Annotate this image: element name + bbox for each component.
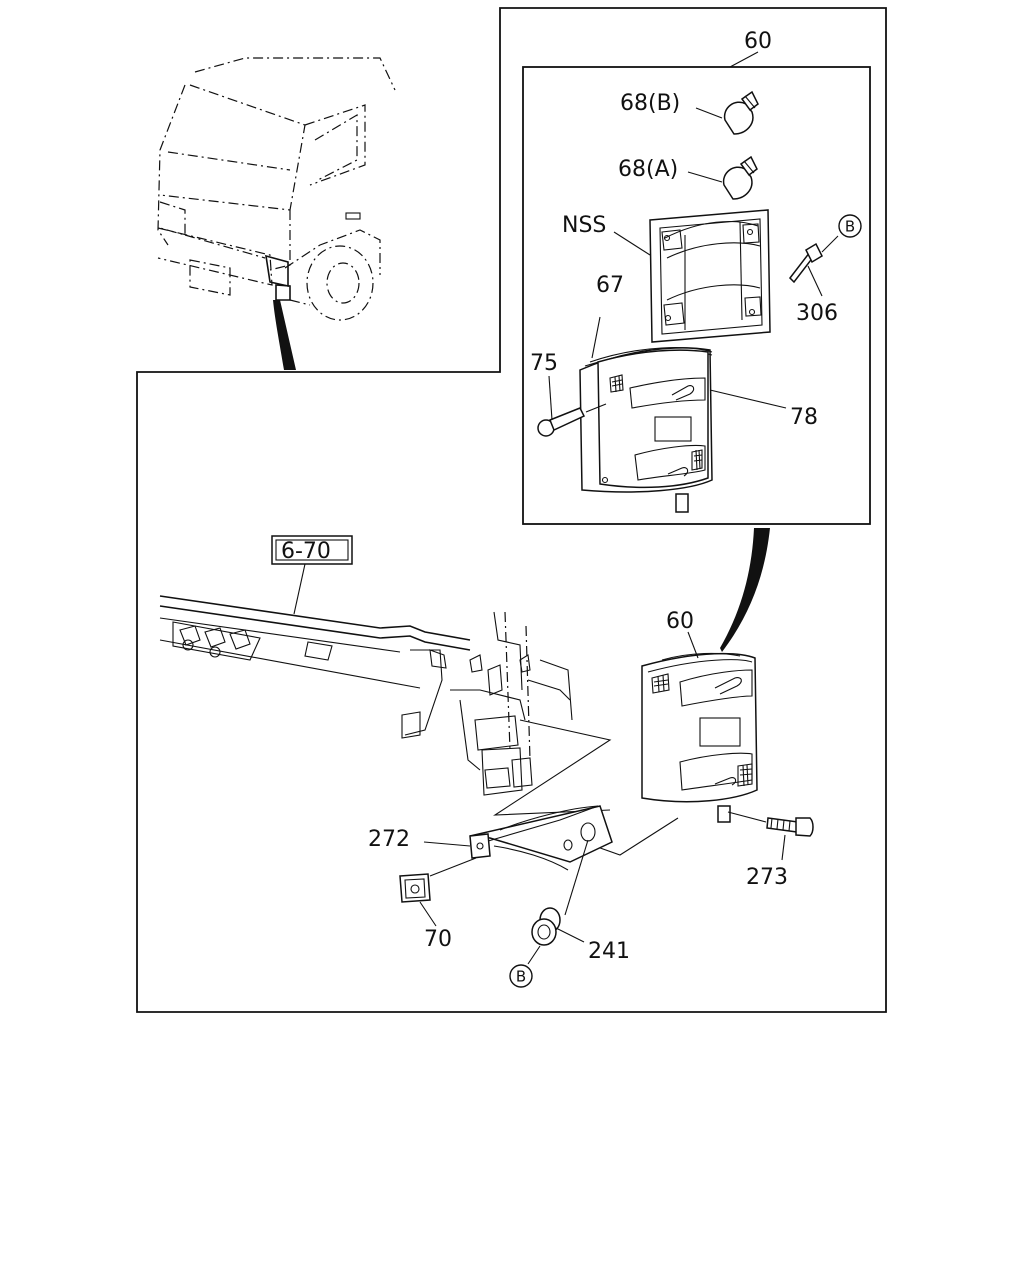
label-6-70: 6-70 bbox=[281, 539, 331, 564]
chassis-frame bbox=[159, 595, 612, 816]
ref-marker-b-top-text: B bbox=[845, 218, 855, 236]
ref-marker-b-bottom: B bbox=[509, 964, 533, 988]
label-306: 306 bbox=[796, 301, 838, 326]
bulb-68b bbox=[695, 90, 759, 135]
screw-306 bbox=[789, 235, 839, 297]
label-78: 78 bbox=[790, 405, 818, 430]
lamp-assembly-60-bottom bbox=[571, 631, 758, 856]
label-nss: NSS bbox=[562, 213, 606, 238]
ref-marker-b-bottom-text: B bbox=[516, 968, 526, 986]
label-68a: 68(A) bbox=[618, 157, 678, 182]
label-68b: 68(B) bbox=[620, 91, 680, 116]
label-273: 273 bbox=[746, 865, 788, 890]
main-frame bbox=[136, 7, 887, 1013]
label-70: 70 bbox=[424, 927, 452, 952]
label-75: 75 bbox=[530, 351, 558, 376]
grommet-241 bbox=[527, 839, 589, 965]
label-241: 241 bbox=[588, 939, 630, 964]
truck-cab-drawing bbox=[157, 57, 396, 321]
label-60-top: 60 bbox=[744, 29, 772, 54]
leader-arrow-top bbox=[273, 300, 296, 370]
bolt-273 bbox=[727, 811, 814, 861]
lamp-housing-nss bbox=[613, 209, 771, 343]
lens-78 bbox=[579, 316, 787, 513]
bracket-272 bbox=[423, 805, 613, 877]
clip-70 bbox=[399, 873, 437, 927]
label-60-bottom: 60 bbox=[666, 609, 694, 634]
label-67: 67 bbox=[596, 273, 624, 298]
label-272: 272 bbox=[368, 827, 410, 852]
bulb-68a bbox=[687, 155, 758, 200]
ref-marker-b-top: B bbox=[838, 214, 862, 238]
leader-arrow-mid bbox=[720, 528, 770, 652]
leader-60-top bbox=[729, 51, 759, 68]
screw-75 bbox=[537, 375, 607, 437]
ref-box-6-70 bbox=[271, 535, 353, 615]
inset-box bbox=[522, 66, 871, 525]
